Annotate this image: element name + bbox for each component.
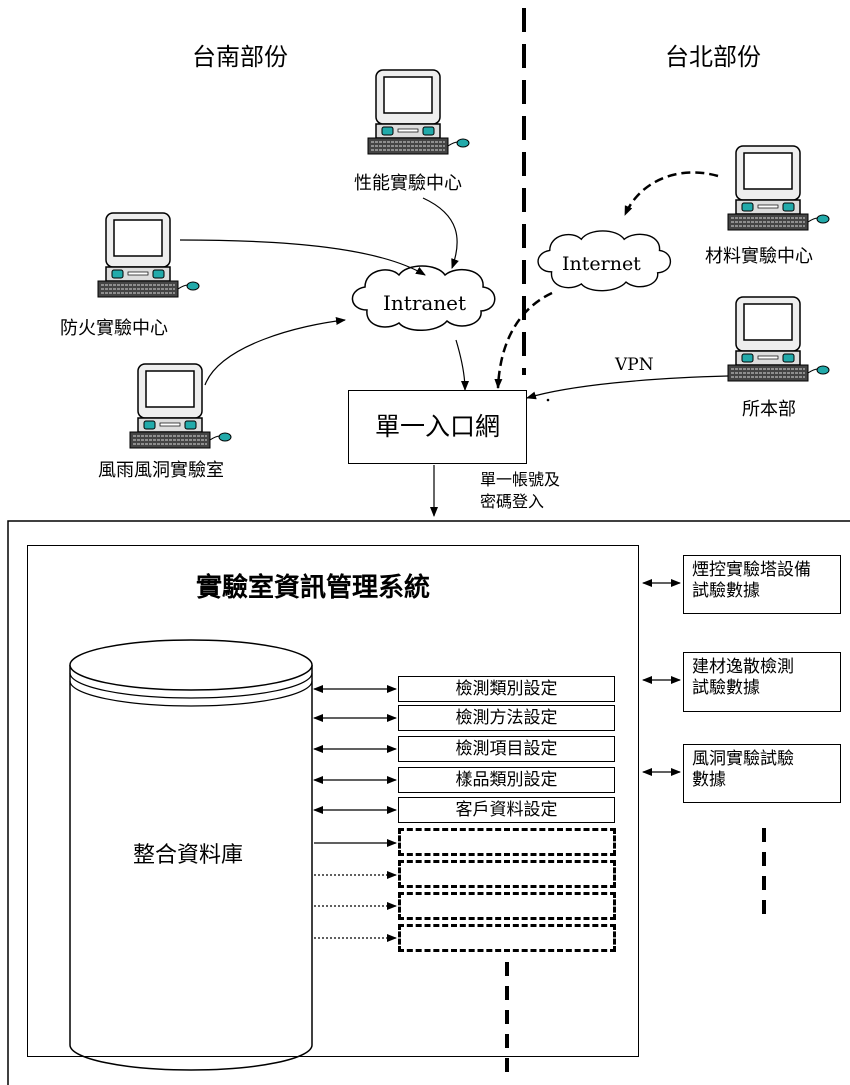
hq-label: 所本部	[742, 399, 796, 420]
wind-computer-icon	[129, 363, 232, 449]
external-data-line: 建材逸散檢測	[692, 657, 794, 677]
placeholder-module-box	[398, 828, 616, 856]
system-title: 實驗室資訊管理系統	[196, 573, 431, 603]
system-outer-frame	[7, 520, 850, 1085]
placeholder-module-box	[398, 924, 616, 952]
external-data-line: 試驗數據	[692, 678, 760, 698]
taipei-region-label: 台北部份	[665, 43, 761, 71]
vpn-label: VPN	[615, 355, 654, 375]
config-item: 檢測項目設定	[398, 736, 615, 762]
database-label: 整合資料庫	[133, 843, 244, 868]
materials-lab-label: 材料實驗中心	[705, 246, 813, 267]
performance-computer-icon	[367, 69, 470, 155]
config-item: 樣品類別設定	[398, 767, 615, 793]
external-data-line: 試驗數據	[692, 581, 760, 601]
external-data-box: 風洞實驗試驗 數據	[683, 744, 841, 803]
external-data-box: 建材逸散檢測 試驗數據	[683, 652, 841, 712]
placeholder-module-box	[398, 860, 616, 888]
single-portal-box: 單一入口網	[348, 390, 527, 464]
tainan-region-label: 台南部份	[192, 43, 288, 71]
config-item: 客戶資料設定	[398, 797, 615, 823]
materials-computer-icon	[727, 145, 830, 231]
placeholder-module-box	[398, 892, 616, 920]
login-note-line2: 密碼登入	[480, 492, 545, 511]
wind-lab-label: 風雨風洞實驗室	[98, 460, 224, 481]
database-cylinder	[69, 639, 313, 1071]
intranet-label: Intranet	[383, 291, 467, 315]
external-data-line: 煙控實驗塔設備	[692, 560, 811, 580]
login-note-line1: 單一帳號及	[480, 470, 561, 489]
external-data-line: 數據	[692, 770, 726, 790]
portal-label: 單一入口網	[374, 412, 500, 441]
external-data-box: 煙控實驗塔設備 試驗數據	[683, 555, 841, 614]
performance-lab-label: 性能實驗中心	[354, 173, 462, 194]
fire-computer-icon	[97, 212, 200, 298]
fire-lab-label: 防火實驗中心	[60, 318, 168, 339]
external-data-line: 風洞實驗試驗	[692, 749, 794, 769]
internet-label: Internet	[562, 253, 641, 275]
config-item: 檢測方法設定	[398, 705, 615, 731]
config-item: 檢測類別設定	[398, 676, 615, 702]
lims-system-box	[27, 545, 639, 1057]
hq-computer-icon	[727, 296, 830, 382]
